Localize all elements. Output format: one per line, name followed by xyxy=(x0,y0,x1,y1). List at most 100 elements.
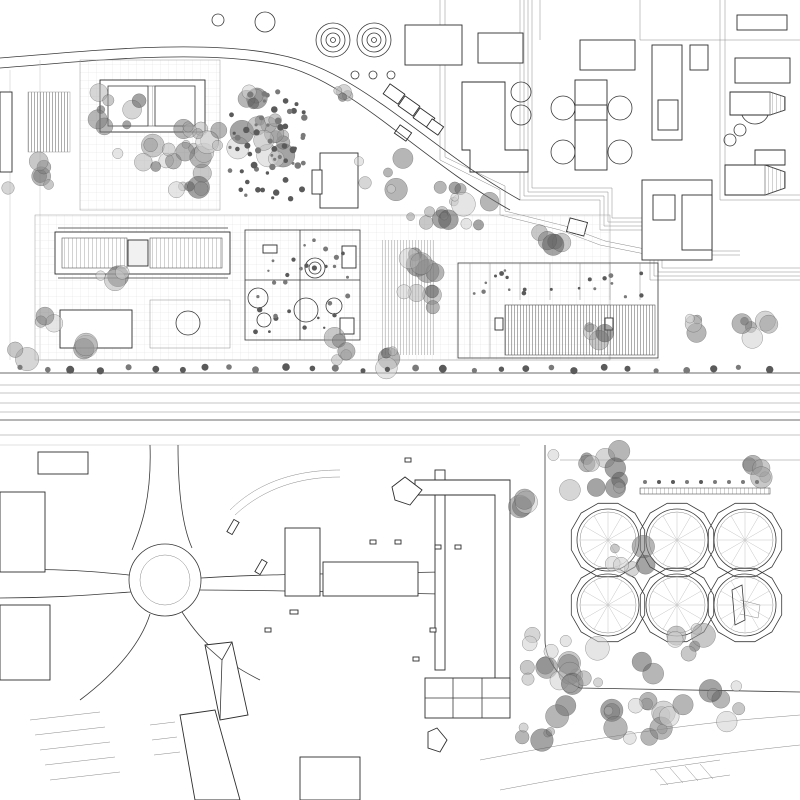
shrub xyxy=(247,91,254,98)
shrub xyxy=(472,292,476,295)
tree xyxy=(182,121,194,133)
tree xyxy=(593,677,603,688)
shrub xyxy=(302,325,307,330)
tree xyxy=(383,167,393,178)
shrub xyxy=(281,143,288,149)
north-park-zone xyxy=(0,46,660,361)
south-building xyxy=(284,527,321,597)
shrub xyxy=(333,254,339,260)
tree xyxy=(583,455,600,472)
south-building xyxy=(322,561,419,597)
shrub xyxy=(273,313,278,319)
shrub xyxy=(624,365,631,372)
tree xyxy=(210,122,228,139)
tree xyxy=(29,151,49,171)
shrub xyxy=(484,281,488,285)
shrub xyxy=(317,316,320,320)
tree xyxy=(659,706,680,727)
shrub xyxy=(294,102,299,107)
shrub xyxy=(228,145,232,149)
shrub xyxy=(505,275,509,280)
tree xyxy=(131,93,147,108)
shrub xyxy=(412,364,419,372)
tree xyxy=(337,342,356,361)
tree xyxy=(515,730,530,745)
shrub xyxy=(238,187,244,193)
tree xyxy=(585,636,610,661)
tree xyxy=(584,322,595,333)
shrub xyxy=(290,107,297,114)
tree xyxy=(759,314,779,334)
shrub xyxy=(272,280,277,285)
tree xyxy=(613,557,629,573)
tree xyxy=(386,184,396,194)
tree xyxy=(547,449,560,461)
tree xyxy=(358,176,372,190)
tree xyxy=(559,635,572,647)
shrub xyxy=(300,160,306,166)
shrub xyxy=(301,114,308,121)
shrub xyxy=(303,244,306,247)
shrub xyxy=(438,364,447,373)
tree xyxy=(610,543,620,554)
annex-building xyxy=(424,677,511,719)
l-shaped-building xyxy=(414,479,511,681)
shrub xyxy=(243,126,250,134)
shrub xyxy=(291,161,295,165)
shrub xyxy=(270,153,274,157)
roof-pavilion xyxy=(391,476,423,506)
shrub xyxy=(312,238,316,242)
tree xyxy=(161,142,176,157)
tree xyxy=(187,176,210,199)
tree xyxy=(603,715,628,740)
tree xyxy=(433,180,447,194)
parking-lot xyxy=(29,711,181,781)
shrub xyxy=(481,289,486,294)
tree xyxy=(623,731,637,745)
tree xyxy=(460,218,472,230)
shrub xyxy=(323,246,329,252)
shrub xyxy=(346,275,349,279)
shrub xyxy=(345,293,351,299)
shrub xyxy=(608,273,614,278)
shrub xyxy=(245,179,250,185)
shrub xyxy=(96,367,104,375)
greenhouse-building xyxy=(54,227,231,279)
shrub xyxy=(265,171,270,175)
industrial-building xyxy=(734,57,791,84)
shrub xyxy=(287,309,291,314)
tree xyxy=(716,711,738,733)
shrub xyxy=(309,365,316,372)
shrub xyxy=(291,257,296,262)
shrub xyxy=(259,115,264,121)
tree xyxy=(150,161,161,172)
industrial-building xyxy=(681,194,713,251)
tree xyxy=(691,623,716,648)
shrub xyxy=(257,307,263,313)
shrub xyxy=(285,272,290,278)
shrub xyxy=(577,286,581,290)
shrub xyxy=(507,288,511,292)
tree xyxy=(424,206,435,218)
shrub xyxy=(244,193,248,197)
digester-tanks xyxy=(211,11,396,80)
shrub xyxy=(283,280,288,285)
industrial-building xyxy=(477,32,524,64)
shrub xyxy=(300,135,306,140)
tree xyxy=(95,270,106,281)
shrub xyxy=(269,163,276,171)
shrub xyxy=(227,168,233,173)
tree xyxy=(134,153,153,172)
tree xyxy=(450,193,459,202)
tree xyxy=(425,300,440,315)
clarifier-tank xyxy=(707,567,783,643)
shrub xyxy=(735,364,742,370)
shrub xyxy=(548,364,555,371)
shrub xyxy=(570,367,578,375)
industrial-building xyxy=(689,44,709,71)
tree xyxy=(43,179,54,190)
tree xyxy=(35,306,55,326)
clarifier-tank xyxy=(570,567,646,643)
shrub xyxy=(235,146,240,152)
tree xyxy=(521,672,535,686)
